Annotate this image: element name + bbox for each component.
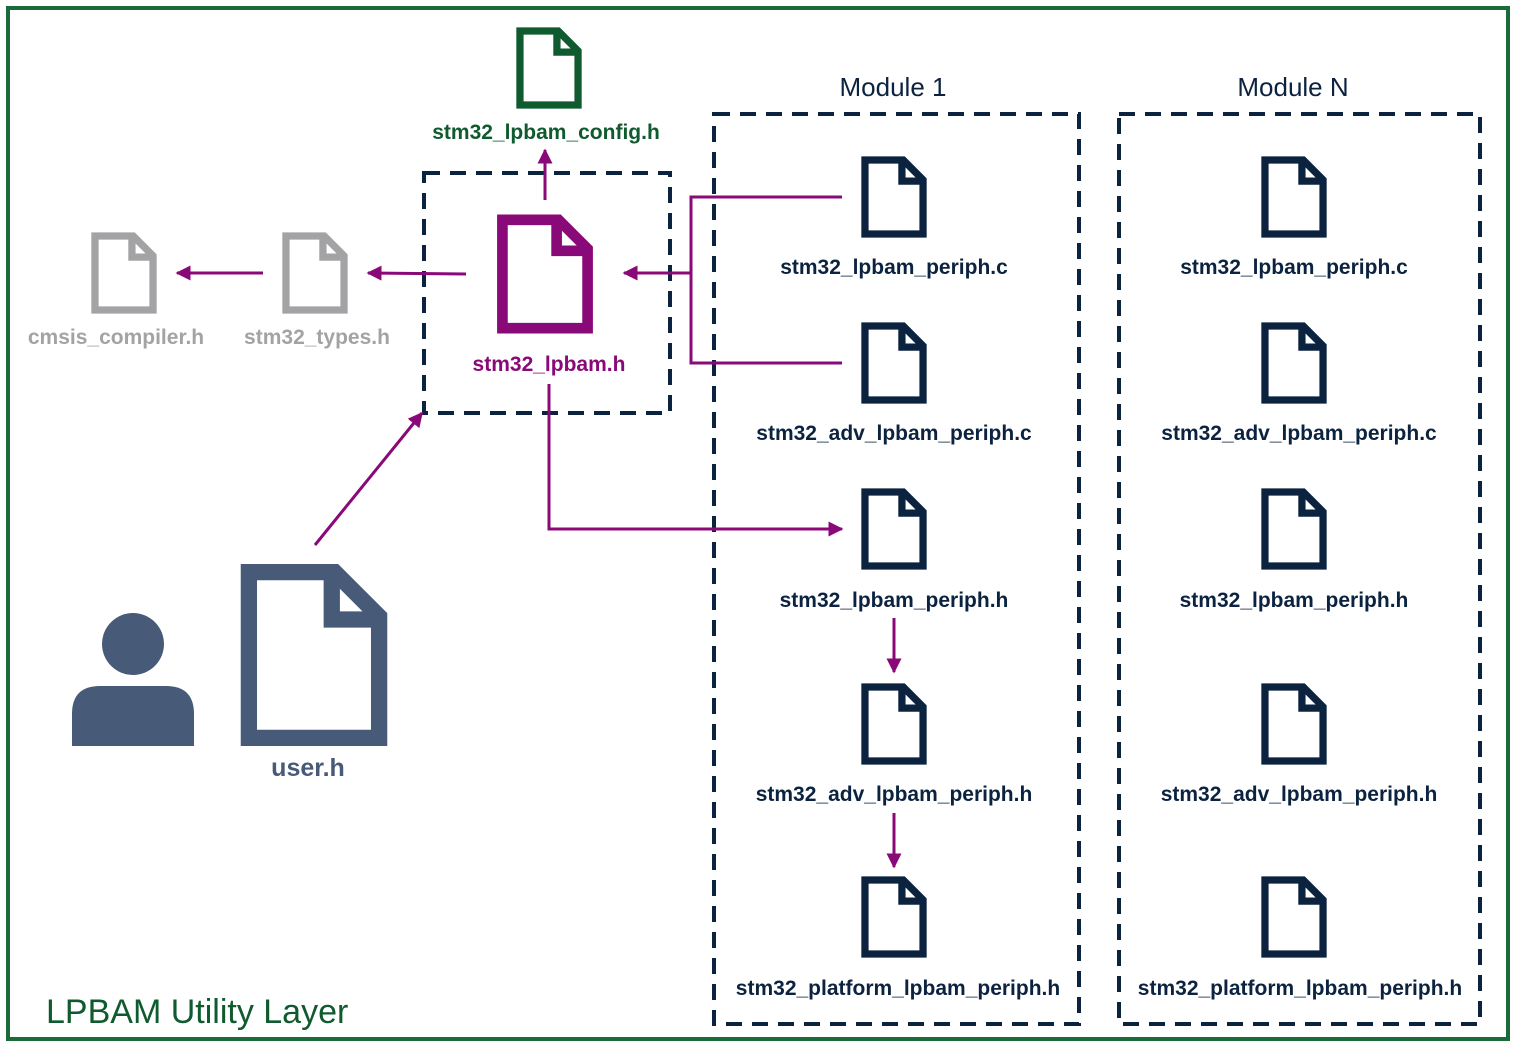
m1-file-icon-4 bbox=[865, 687, 923, 761]
m1-file-icon-2 bbox=[865, 326, 923, 400]
module-1-box bbox=[712, 112, 1081, 1026]
lpbam-h-file-label: stm32_lpbam.h bbox=[472, 353, 626, 376]
user-file-icon bbox=[249, 572, 379, 738]
arrow-lpbam-to-types bbox=[366, 265, 467, 281]
m1-file-label-1: stm32_lpbam_periph.c bbox=[780, 256, 1008, 279]
config-file-label: stm32_lpbam_config.h bbox=[432, 121, 660, 144]
module-n-box bbox=[1117, 112, 1482, 1026]
core-group-box bbox=[422, 171, 672, 415]
m1-file-label-5: stm32_platform_lpbam_periph.h bbox=[735, 977, 1061, 1000]
compiler-file-label: cmsis_compiler.h bbox=[27, 326, 205, 349]
mn-file-icon-5 bbox=[1265, 880, 1323, 954]
mn-file-icon-1 bbox=[1265, 160, 1323, 234]
user-icon bbox=[72, 613, 194, 746]
config-file-icon bbox=[520, 31, 578, 105]
diagram-title: LPBAM Utility Layer bbox=[46, 993, 349, 1031]
mn-file-label-3: stm32_lpbam_periph.h bbox=[1179, 589, 1409, 612]
compiler-file-icon bbox=[95, 236, 153, 310]
m1-file-label-3: stm32_lpbam_periph.h bbox=[779, 589, 1009, 612]
mn-file-label-2: stm32_adv_lpbam_periph.c bbox=[1161, 422, 1437, 445]
user-file-label: user.h bbox=[271, 754, 345, 782]
bracket-module-c-files bbox=[689, 195, 842, 365]
mn-file-label-5: stm32_platform_lpbam_periph.h bbox=[1137, 977, 1463, 1000]
m1-file-label-4: stm32_adv_lpbam_periph.h bbox=[755, 783, 1033, 806]
mn-file-icon-2 bbox=[1265, 326, 1323, 400]
m1-file-icon-5 bbox=[865, 880, 923, 954]
m1-file-label-2: stm32_adv_lpbam_periph.c bbox=[756, 422, 1032, 445]
mn-file-label-1: stm32_lpbam_periph.c bbox=[1180, 256, 1408, 279]
lpbam-h-file-icon bbox=[502, 220, 587, 328]
m1-file-icon-1 bbox=[865, 160, 923, 234]
module-1-title: Module 1 bbox=[839, 72, 947, 102]
mn-file-label-4: stm32_adv_lpbam_periph.h bbox=[1160, 783, 1438, 806]
outer-frame bbox=[6, 6, 1510, 1041]
arrow-lpbam-to-periph-h bbox=[547, 384, 844, 537]
module-n-title: Module N bbox=[1237, 72, 1349, 102]
types-file-icon bbox=[286, 236, 344, 310]
arrow-user-to-lpbam bbox=[313, 411, 424, 546]
mn-file-icon-3 bbox=[1265, 492, 1323, 566]
mn-file-icon-4 bbox=[1265, 687, 1323, 761]
m1-file-icon-3 bbox=[865, 492, 923, 566]
types-file-label: stm32_types.h bbox=[244, 326, 390, 349]
